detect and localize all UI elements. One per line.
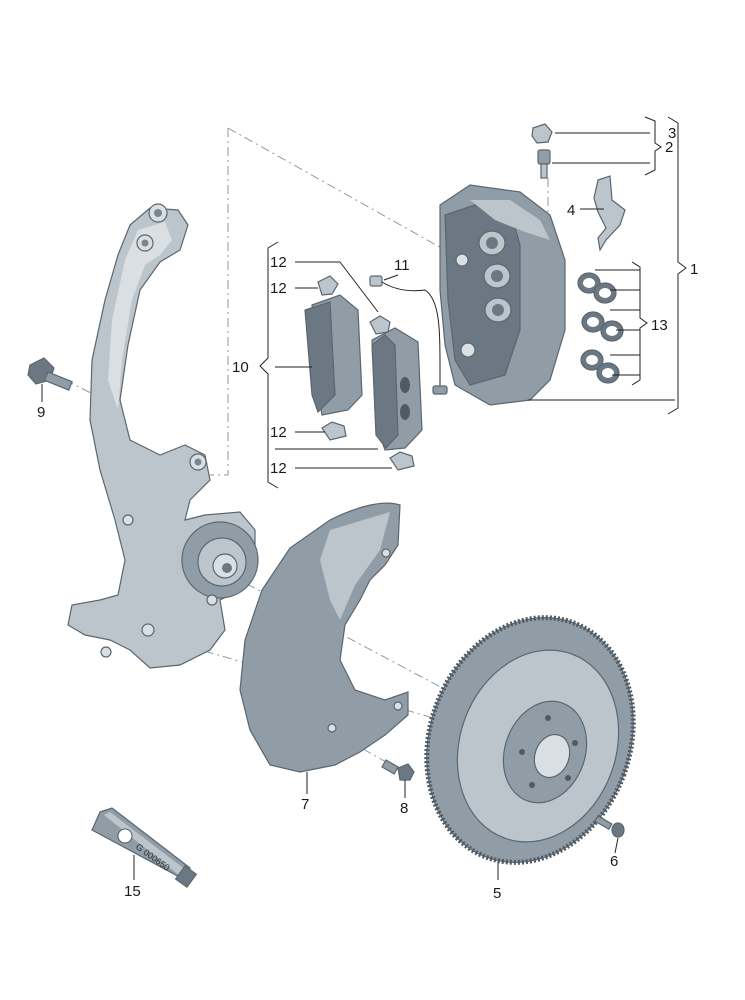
brake-pad-inner: [304, 294, 363, 416]
brake-disc: [424, 615, 636, 865]
brake-pad-outer: [371, 327, 423, 451]
disc-retaining-screw: [594, 815, 625, 838]
callout-4: 4: [567, 202, 575, 219]
callout-5: 5: [493, 885, 501, 902]
callout-15: 15: [124, 883, 141, 900]
callout-12-c: 12: [270, 424, 287, 441]
callout-1: 1: [690, 261, 698, 278]
lubricant-tube: G 000650: [91, 807, 198, 889]
piston-seals: [577, 272, 624, 384]
callout-8: 8: [400, 800, 408, 817]
callout-9: 9: [37, 404, 45, 421]
caliper-spring-clip: [593, 175, 626, 252]
callout-12-a: 12: [270, 254, 287, 271]
callout-6: 6: [610, 853, 618, 870]
knuckle-bolt: [27, 357, 73, 391]
leader-lines: [41, 132, 675, 880]
steering-knuckle: [67, 203, 259, 669]
bleeder-screw: [537, 149, 551, 179]
callout-12-b: 12: [270, 280, 287, 297]
grouping-braces: [259, 116, 687, 489]
brake-caliper: [439, 184, 566, 406]
callout-13: 13: [651, 317, 668, 334]
shield-bolt: [381, 759, 415, 781]
pad-retaining-clips: [317, 275, 415, 471]
callout-3: 3: [668, 125, 676, 142]
callout-10: 10: [232, 359, 249, 376]
pad-wear-sensor: [369, 275, 448, 395]
tube-logo-icon: [117, 828, 133, 844]
callout-7: 7: [301, 796, 309, 813]
splash-shield: [239, 502, 409, 773]
callout-12-d: 12: [270, 460, 287, 477]
callout-2: 2: [665, 139, 673, 156]
bleeder-cap: [531, 123, 553, 144]
callout-11: 11: [394, 257, 410, 274]
callout-labels: 1 2 3 4 5 6 7 8 9 10 11 12 12 12 12 13 1…: [37, 125, 698, 902]
